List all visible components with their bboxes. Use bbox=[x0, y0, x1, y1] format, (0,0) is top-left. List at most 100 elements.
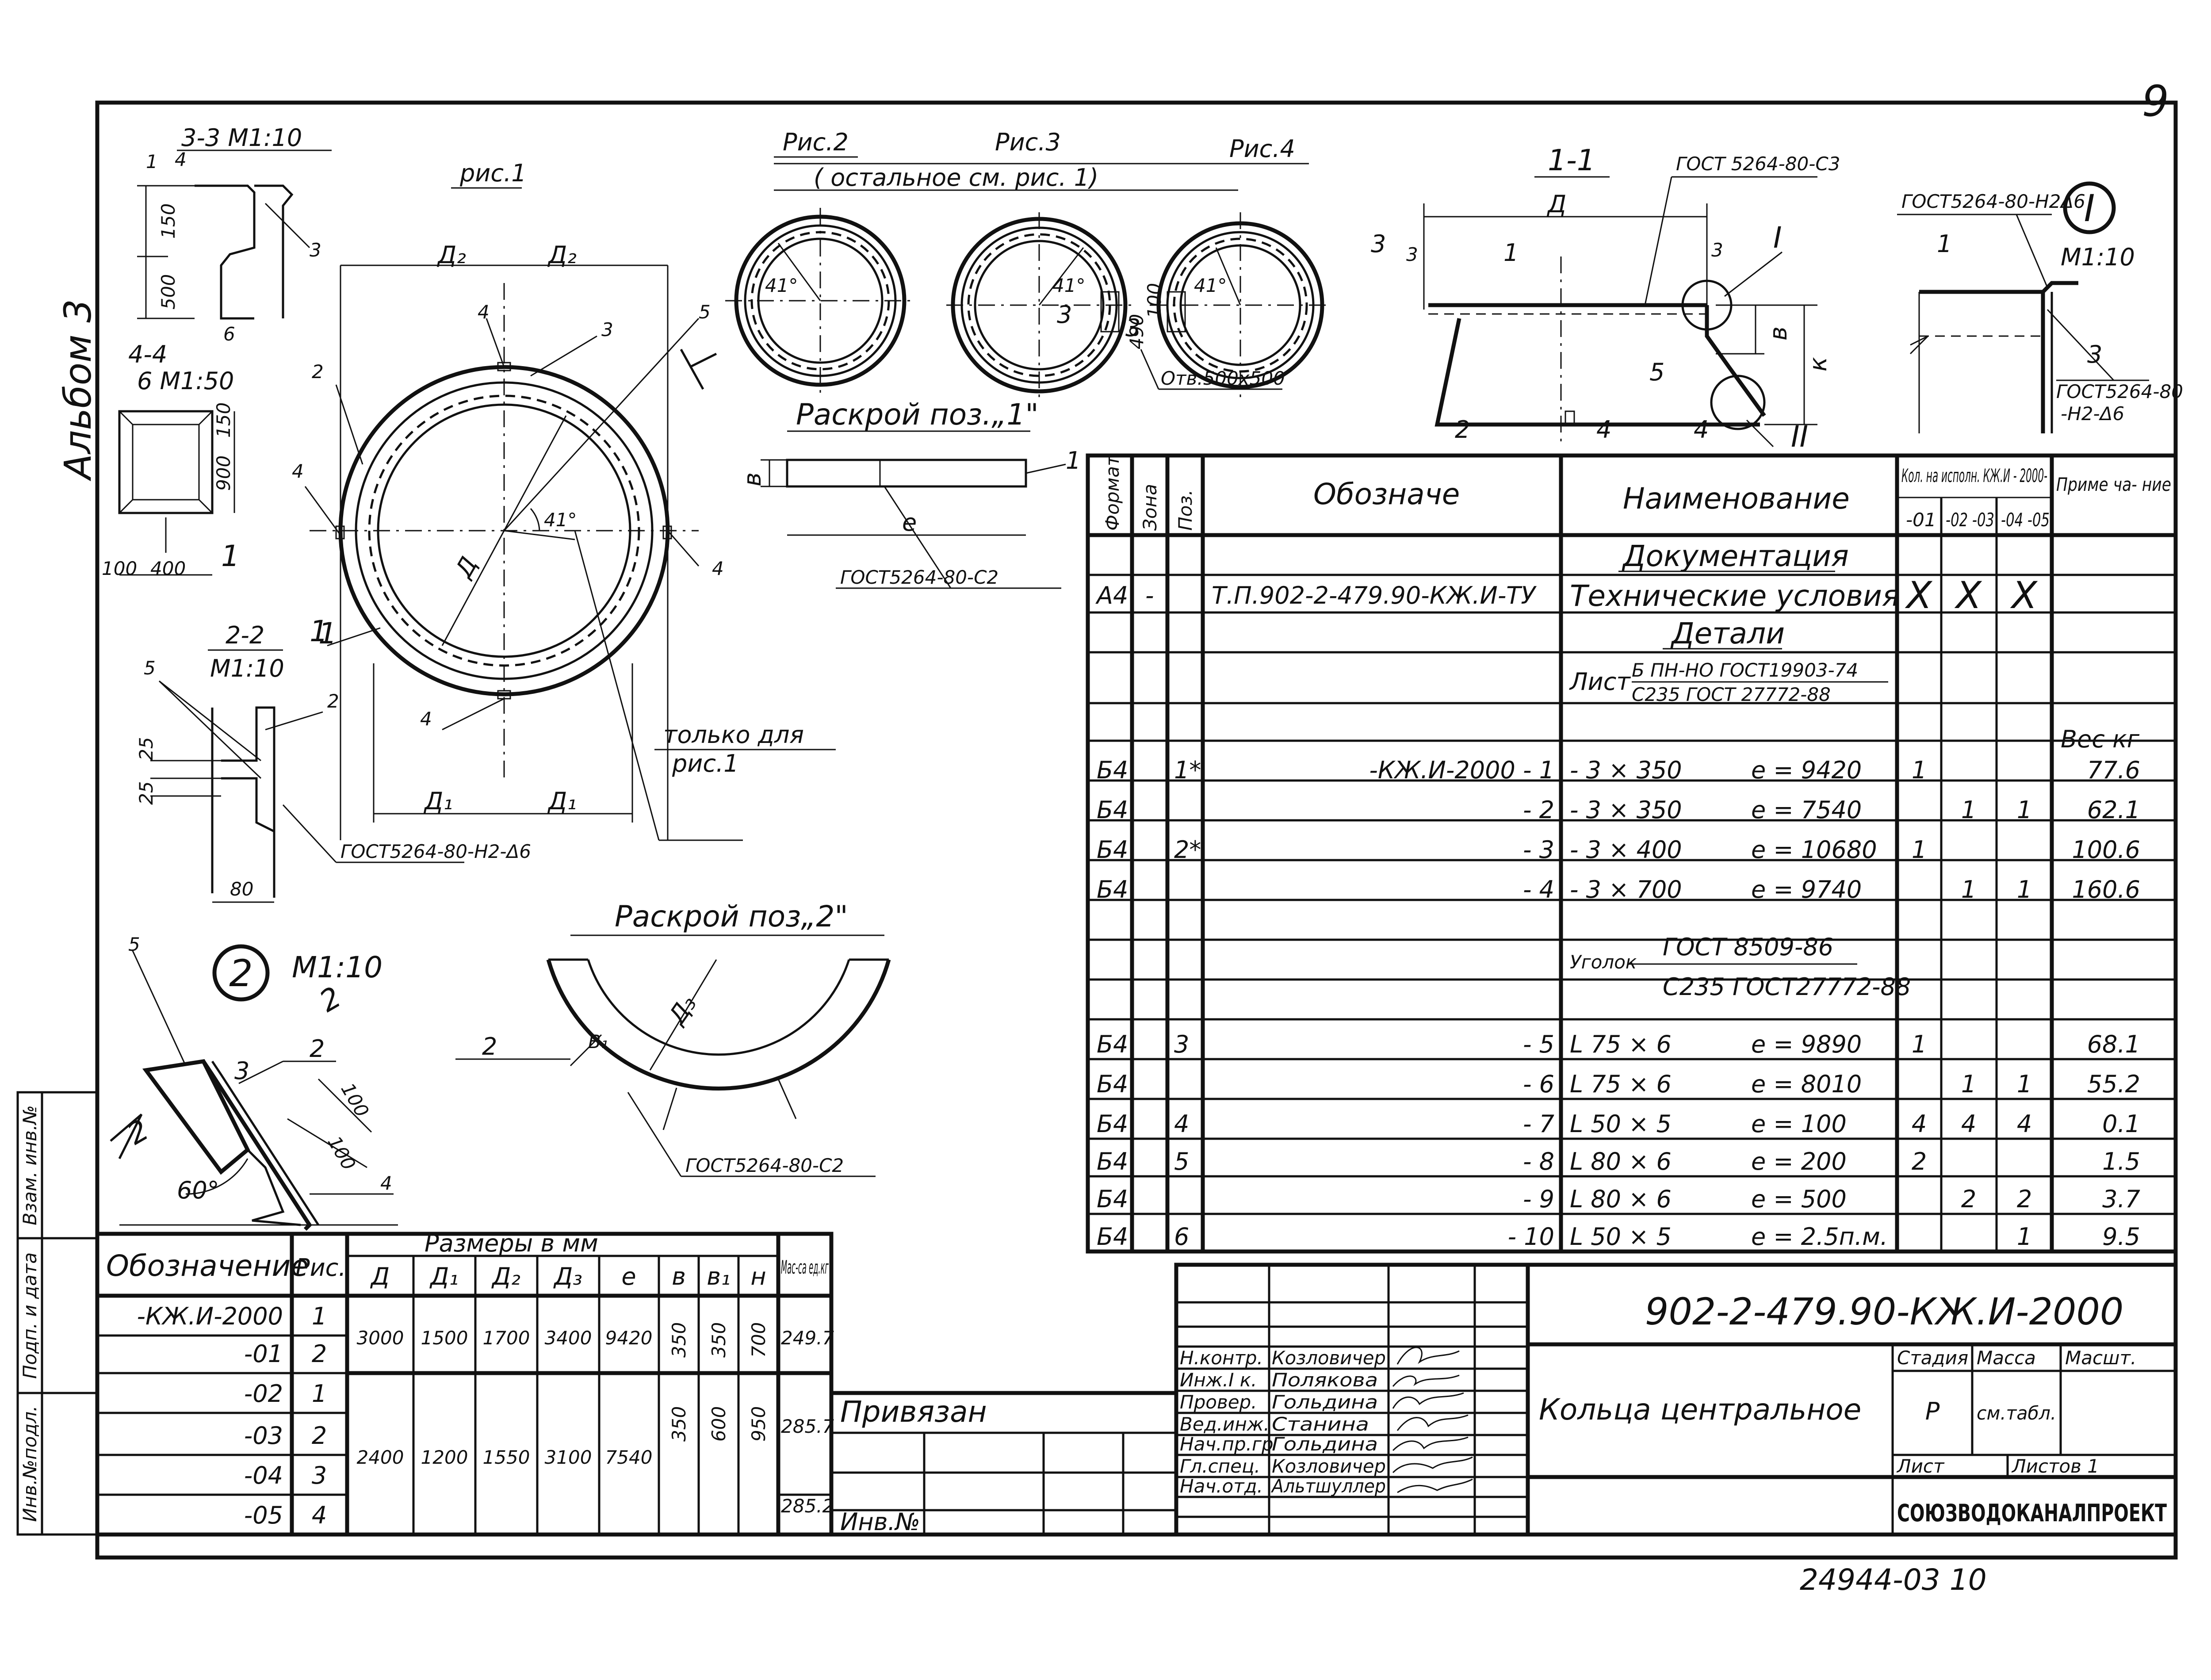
fig1-note-line2: рис.1 bbox=[672, 750, 739, 777]
spec-h-format: Формат bbox=[1102, 455, 1123, 531]
sec33-label-6: 6 bbox=[223, 323, 235, 345]
dims-h-d3: Д₃ bbox=[553, 1263, 582, 1290]
spec-row: Б4 - 9 L 80 × 6 е = 500 2 2 3.7 bbox=[1097, 1185, 2140, 1213]
sec33-dim-500: 500 bbox=[157, 274, 179, 310]
side-stamp-sign: Подп. и дата bbox=[19, 1252, 41, 1379]
detail2-angle: 60° bbox=[177, 1176, 219, 1204]
spec-row-q1: 1 bbox=[1912, 1030, 1927, 1058]
spec-row-q2: 2 bbox=[1961, 1185, 1976, 1213]
sec11-label-4b: 4 bbox=[1694, 416, 1709, 444]
page-number: 9 bbox=[2142, 77, 2169, 126]
sec22-dim-25a: 25 bbox=[135, 737, 157, 761]
detail1-gost-b2: -Н2-Δ6 bbox=[2061, 403, 2124, 425]
dims-row-fig: 3 bbox=[312, 1462, 327, 1489]
dims-h-b: в bbox=[672, 1263, 686, 1290]
figs-2-4: Рис.2 Рис.3 Рис.4 ( остальное см. рис. 1… bbox=[725, 128, 1331, 398]
sec11-gost-top: ГОСТ 5264-80-С3 bbox=[1676, 153, 1840, 175]
fig4-title: Рис.4 bbox=[1229, 135, 1295, 163]
fig3-title: Рис.3 bbox=[995, 128, 1061, 156]
role-label: Инж.I к. bbox=[1180, 1369, 1257, 1391]
fig4-hole: Отв.500х500 bbox=[1161, 367, 1285, 389]
detail2-label-2a: 2 bbox=[310, 1035, 325, 1063]
spec-row: Б4 1* -КЖ.И-2000 - 1 - 3 × 350 е = 9420 … bbox=[1097, 756, 2140, 784]
sec33-dim-150: 150 bbox=[157, 203, 179, 239]
binding-label: Привязан bbox=[840, 1395, 987, 1429]
sheet-mat-bottom: С235 ГОСТ 27772-88 bbox=[1632, 684, 1831, 705]
g2-d1: 1200 bbox=[421, 1447, 468, 1468]
g1-b1: 350 bbox=[708, 1322, 730, 1358]
spec-row-pos: 4 bbox=[1174, 1110, 1189, 1138]
spec-h-qty-04: -04 -05 bbox=[2001, 509, 2050, 531]
role-label: Провер. bbox=[1180, 1391, 1257, 1413]
spec-row-length: е = 2.5п.м. bbox=[1751, 1223, 1888, 1251]
sec11-label-4a: 4 bbox=[1596, 416, 1611, 444]
section-1-1: 1-1 ГОСТ 5264-80-С3 Д 3 3 1 3 I в к 5 2 … bbox=[1371, 143, 1840, 454]
sheet-header: Лист bbox=[1896, 1455, 1945, 1477]
dims-row: -03 2 bbox=[244, 1422, 327, 1450]
dims-h-e: е bbox=[621, 1263, 636, 1290]
figs-note: ( остальное см. рис. 1) bbox=[814, 164, 1098, 191]
g1-d2: 1700 bbox=[483, 1327, 530, 1349]
inv-label: Инв.№ bbox=[840, 1508, 920, 1536]
spec-row-length: е = 200 bbox=[1751, 1148, 1847, 1175]
spec-row-size: L 80 × 6 bbox=[1570, 1148, 1672, 1175]
detail1-mark: I bbox=[2084, 187, 2095, 230]
sec44-label-1: 1 bbox=[221, 539, 240, 573]
role-label: Нач.пр.гр bbox=[1180, 1433, 1274, 1455]
sec11-label-I: I bbox=[1773, 221, 1782, 255]
stage-value: Р bbox=[1925, 1397, 1940, 1425]
fig2-angle: 41° bbox=[765, 275, 798, 296]
spec-row-designation: - 3 bbox=[1523, 836, 1554, 864]
spec-row-length: е = 9890 bbox=[1751, 1030, 1862, 1058]
detail2-label-3: 3 bbox=[234, 1057, 249, 1085]
dims-h-designation: Обозначение bbox=[106, 1249, 309, 1283]
side-stamp-inv: Инв.№подл. bbox=[19, 1405, 41, 1522]
sec33-dim-4: 4 bbox=[175, 149, 187, 170]
g2-d: 2400 bbox=[357, 1447, 404, 1468]
spec-row-length: е = 7540 bbox=[1751, 796, 1862, 824]
side-stamp: Инв.№подл. Подп. и дата Взам. инв.№ bbox=[16, 1091, 99, 1536]
role-row: Провер. Гольдина bbox=[1180, 1391, 1378, 1413]
fig1-label-4-right: 4 bbox=[712, 558, 724, 579]
dims-row: -01 2 bbox=[244, 1340, 327, 1368]
fig1-label-2: 2 bbox=[312, 361, 324, 383]
role-label: Гл.спец. bbox=[1180, 1455, 1260, 1477]
fig1-ring-plan: рис.1 Д₂ Д₂ Д₁ Д₁ Д bbox=[292, 159, 836, 841]
detail1-gost-b1: ГОСТ5264-80 bbox=[2056, 381, 2183, 402]
role-label: Вед.инж. bbox=[1180, 1413, 1270, 1435]
spec-row-q3: 2 bbox=[2017, 1185, 2032, 1213]
spec-row-mass: 100.6 bbox=[2072, 836, 2140, 864]
fig1-d2-right: Д₂ bbox=[547, 241, 577, 269]
spec-row-q1: 1 bbox=[1912, 756, 1927, 784]
spec-section-parts: Детали bbox=[1670, 616, 1785, 651]
spec-h-name: Наименование bbox=[1623, 482, 1850, 516]
sec11-dim-k: к bbox=[1804, 357, 1832, 371]
dims-h-d: Д bbox=[370, 1263, 390, 1290]
g1-mass: 249.7 bbox=[781, 1327, 834, 1349]
spec-row-q3: 1 bbox=[2017, 876, 2032, 903]
role-row: Н.контр. Козловичер bbox=[1180, 1347, 1386, 1369]
sec22-dim-25b: 25 bbox=[135, 781, 157, 805]
spec-h-designation: Обозначе bbox=[1313, 477, 1460, 511]
section-2-2-title: 2-2 bbox=[226, 621, 264, 649]
dims-h-mass: Мас-са ед.кг bbox=[781, 1256, 829, 1278]
role-name: Козловичер bbox=[1272, 1455, 1386, 1477]
section-4-4-scale: 6 М1:50 bbox=[137, 367, 234, 395]
cut1-title: Раскрой поз.„1" bbox=[796, 398, 1039, 432]
dims-row: -КЖ.И-2000 1 bbox=[137, 1302, 327, 1330]
spec-row-q3: 1 bbox=[2017, 1223, 2032, 1251]
stage-header: Стадия bbox=[1897, 1347, 1968, 1369]
fig1-title: рис.1 bbox=[459, 159, 527, 187]
dims-h-h: н bbox=[750, 1263, 766, 1290]
spec-row-length: е = 9740 bbox=[1751, 876, 1862, 903]
sec11-label-3-left: 3 bbox=[1371, 230, 1386, 258]
section-4-4: 4-4 6 М1:50 150 900 100 400 1 bbox=[102, 341, 240, 579]
dims-row-fig: 1 bbox=[312, 1302, 327, 1330]
org-name: СОЮЗВОДОКАНАЛПРОЕКТ bbox=[1897, 1499, 2167, 1527]
sec11-label-3-left2: 3 bbox=[1406, 244, 1418, 265]
spec-row-length: е = 100 bbox=[1751, 1110, 1847, 1138]
sheet-mat-top: Б ПН-НО ГОСТ19903-74 bbox=[1632, 659, 1858, 681]
sec11-label-II: II bbox=[1791, 420, 1808, 454]
dims-row-fig: 4 bbox=[312, 1501, 327, 1529]
